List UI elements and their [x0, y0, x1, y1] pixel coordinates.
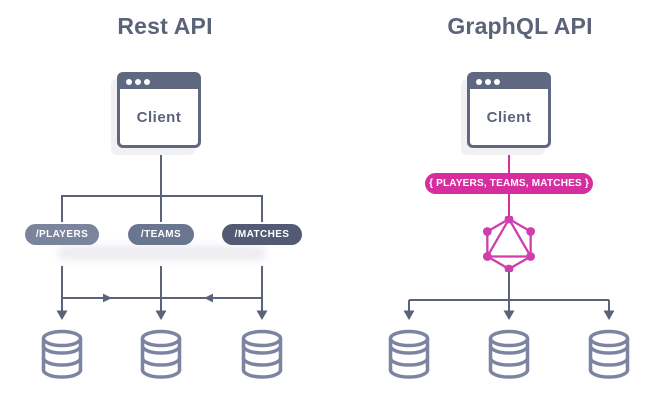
- database-icon: [588, 329, 630, 379]
- database-icon: [241, 329, 283, 379]
- arrow-down-icon: [603, 310, 615, 320]
- graphql-api-title: GraphQL API: [447, 13, 593, 39]
- rest-api-title: Rest API: [117, 13, 213, 39]
- arrow-right-icon: [103, 293, 112, 303]
- window-control-dot-icon: [135, 79, 141, 85]
- graphql-query-pill: { PLAYERS, TEAMS, MATCHES }: [425, 173, 593, 194]
- window-control-dot-icon: [476, 79, 482, 85]
- database-icon: [41, 329, 83, 379]
- arrow-left-icon: [204, 293, 213, 303]
- browser-titlebar: [470, 75, 548, 89]
- graphql-client-window: Client: [467, 72, 551, 148]
- window-control-dot-icon: [494, 79, 500, 85]
- rest-client-window: Client: [117, 72, 201, 148]
- arrow-down-icon: [256, 310, 268, 320]
- database-icon: [140, 329, 182, 379]
- database-icon: [388, 329, 430, 379]
- arrow-down-icon: [56, 310, 68, 320]
- endpoint-pills-shadow: [58, 246, 266, 260]
- endpoint-pill-players: /PLAYERS: [25, 224, 99, 245]
- window-control-dot-icon: [485, 79, 491, 85]
- database-icon: [488, 329, 530, 379]
- window-control-dot-icon: [144, 79, 150, 85]
- endpoint-pill-matches: /MATCHES: [222, 224, 302, 245]
- arrow-down-icon: [503, 310, 515, 320]
- graphql-logo-icon: [482, 216, 536, 272]
- window-control-dot-icon: [126, 79, 132, 85]
- endpoint-pill-teams: /TEAMS: [128, 224, 194, 245]
- client-label: Client: [486, 108, 532, 126]
- client-label: Client: [136, 108, 182, 126]
- browser-titlebar: [120, 75, 198, 89]
- arrow-down-icon: [403, 310, 415, 320]
- arrow-down-icon: [155, 310, 167, 320]
